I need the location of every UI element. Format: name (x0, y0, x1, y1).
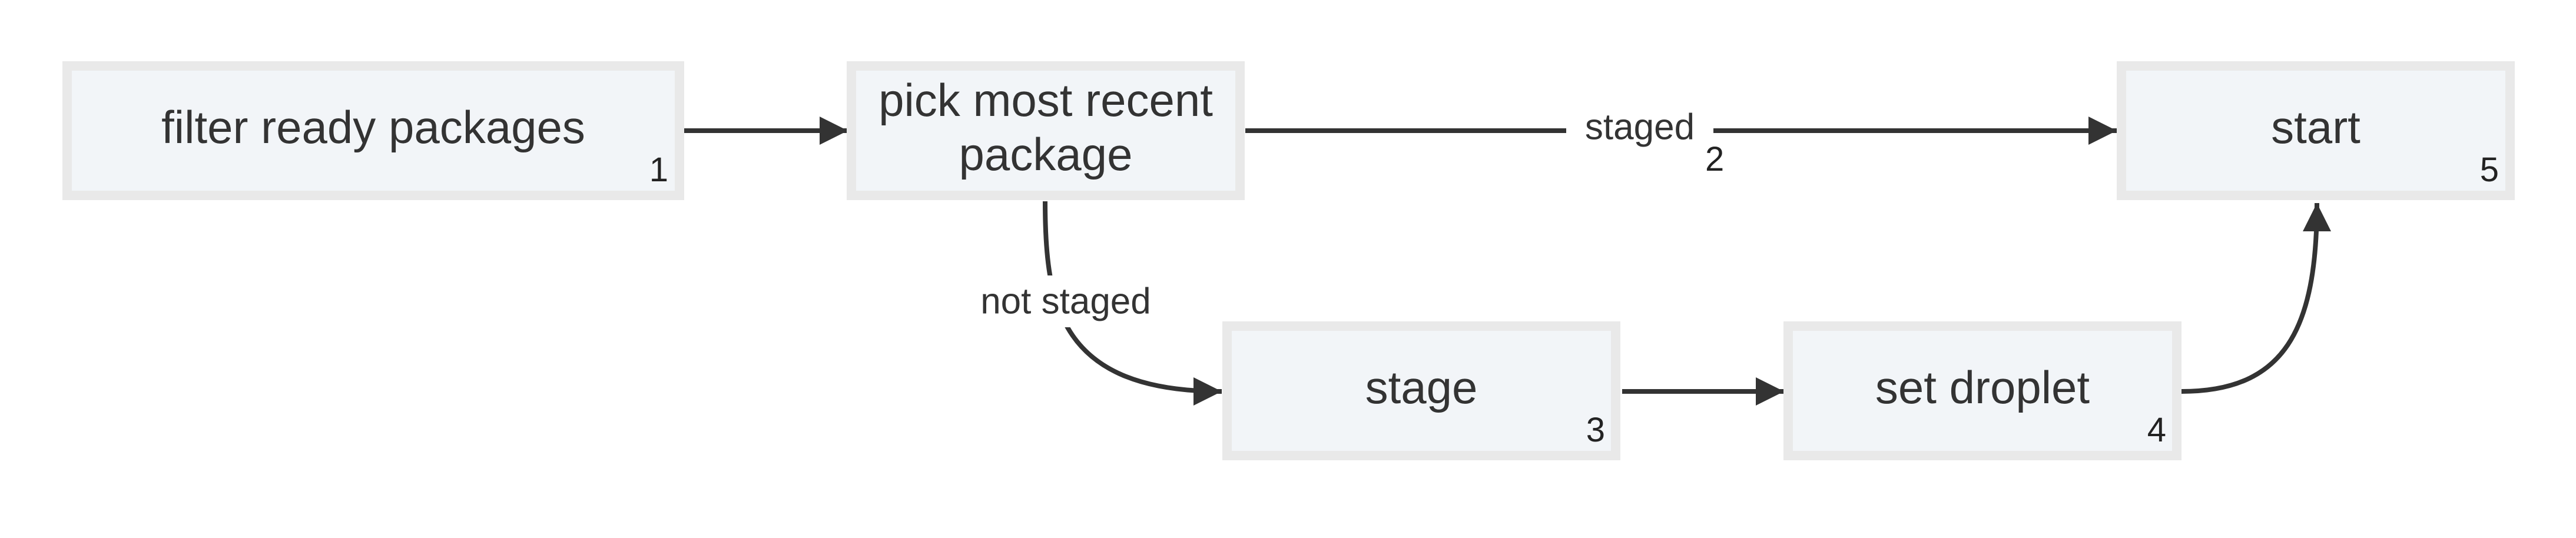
node-set-droplet-label: set droplet (1875, 361, 2090, 413)
edge-label-not-staged-bg (969, 275, 1163, 327)
node-filter-box (62, 61, 684, 200)
node-stage-box (1222, 321, 1620, 460)
node-stage: stage 3 (1222, 321, 1620, 460)
edge-label-not-staged: not staged (969, 275, 1163, 327)
edge-number-staged: 2 (1705, 140, 1724, 178)
edge-pick-to-stage (1043, 201, 1222, 406)
node-start: start 5 (2117, 61, 2515, 200)
node-pick-label-line1: pick most recent (878, 74, 1213, 126)
node-set-droplet-number: 4 (2147, 411, 2166, 449)
node-start-box (2117, 61, 2515, 200)
node-filter-number: 1 (649, 151, 668, 189)
edge-label-staged-bg (1566, 105, 1713, 157)
node-stage-number: 3 (1586, 411, 1605, 449)
edge-label-staged: staged 2 (1566, 105, 1724, 178)
node-pick-box (847, 61, 1245, 200)
node-filter-ready-packages: filter ready packages 1 (62, 61, 684, 200)
node-pick-most-recent-package: pick most recent package (847, 61, 1245, 200)
node-set-droplet: set droplet 4 (1783, 321, 2182, 460)
edge-label-not-staged-text: not staged (980, 281, 1151, 322)
node-pick-label-line2: package (959, 128, 1133, 180)
edge-label-staged-text: staged (1585, 107, 1695, 148)
edge-set-droplet-to-start (2181, 202, 2331, 394)
node-set-droplet-box (1783, 321, 2182, 460)
node-stage-label: stage (1365, 361, 1478, 413)
node-start-label: start (2271, 101, 2360, 153)
node-filter-label: filter ready packages (161, 101, 585, 153)
node-start-number: 5 (2480, 151, 2499, 189)
